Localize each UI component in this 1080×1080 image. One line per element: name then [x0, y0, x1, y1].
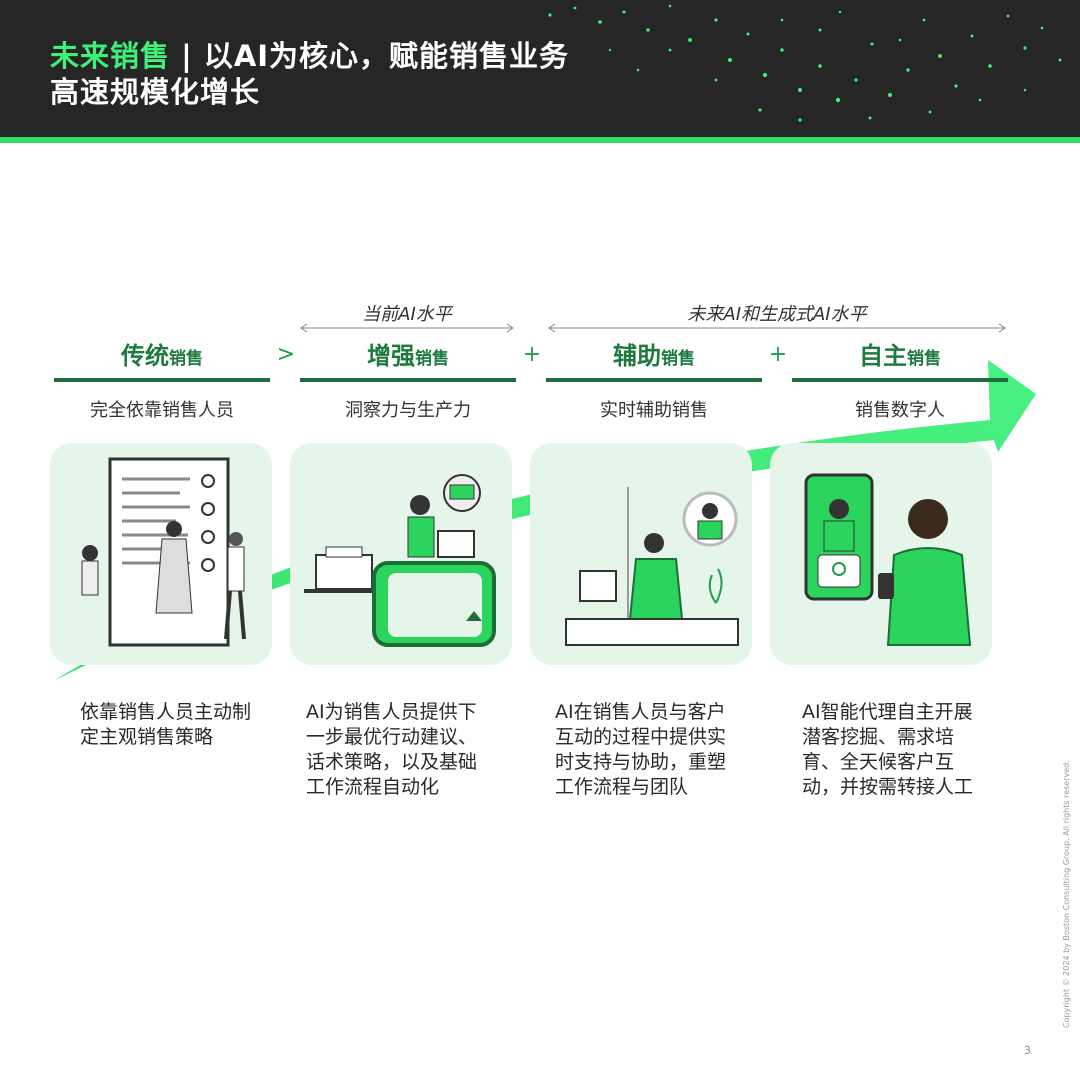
- stage-autonomous: 自主销售: [792, 338, 1008, 382]
- stage-description: AI在销售人员与客户互动的过程中提供实时支持与协助，重塑工作流程与团队: [555, 701, 727, 798]
- title-accent: 未来销售: [50, 39, 171, 73]
- copyright-notice: Copyright © 2024 by Boston Consulting Gr…: [1062, 760, 1071, 1028]
- stage-description: AI智能代理自主开展潜客挖掘、需求培育、全天候客户互动，并按需转接人工: [802, 701, 974, 798]
- level-current: 当前AI水平: [362, 304, 452, 325]
- title-separator: |: [170, 39, 204, 73]
- stage-subtitle: 实时辅助销售: [600, 400, 708, 421]
- stage-suffix: 销售: [661, 349, 695, 369]
- stage-name: 自主: [859, 342, 907, 370]
- bracket-future: [548, 323, 1006, 333]
- page-title: 未来销售 | 以AI为核心，赋能销售业务 高速规模化增长: [50, 38, 569, 110]
- stage-underline: [546, 378, 762, 382]
- stage-underline: [54, 378, 270, 382]
- stage-name: 辅助: [613, 342, 661, 370]
- page-number: 3: [1024, 1044, 1031, 1057]
- stage-suffix: 销售: [169, 349, 203, 369]
- stage-subtitle: 销售数字人: [855, 400, 945, 421]
- call-center-agent-icon: [565, 487, 739, 646]
- header-bar: 未来销售 | 以AI为核心，赋能销售业务 高速规模化增长: [0, 0, 1080, 137]
- stage-traditional: 传统销售: [54, 338, 270, 382]
- robot-assistant-icon: [304, 474, 496, 647]
- illustration-autonomous: [770, 443, 992, 665]
- stage-augmented: 增强销售: [300, 338, 516, 382]
- stage-suffix: 销售: [907, 349, 941, 369]
- illustration-augmented: [290, 443, 512, 665]
- title-line2: 高速规模化增长: [50, 75, 261, 109]
- stage-assisted: 辅助销售: [546, 338, 762, 382]
- stage-suffix: 销售: [415, 349, 449, 369]
- header-accent-line: [0, 137, 1080, 143]
- stage-description: 依靠销售人员主动制定主观销售策略: [80, 701, 252, 748]
- stage-subtitle: 洞察力与生产力: [345, 400, 471, 421]
- illustration-traditional: [50, 443, 272, 665]
- title-line1: 以AI为核心，赋能销售业务: [203, 39, 570, 73]
- stage-subtitle: 完全依靠销售人员: [90, 400, 234, 421]
- operator-next: >: [276, 342, 296, 367]
- operator-plus: +: [768, 342, 788, 367]
- stage-underline: [792, 378, 1008, 382]
- level-future: 未来AI和生成式AI水平: [687, 304, 867, 325]
- stage-name: 增强: [367, 342, 415, 370]
- stage-description: AI为销售人员提供下一步最优行动建议、话术策略，以及基础工作流程自动化: [306, 701, 478, 798]
- bracket-current: [300, 323, 514, 333]
- stage-name: 传统: [121, 342, 169, 370]
- illustration-assisted: [530, 443, 752, 665]
- team-board-icon: [81, 457, 246, 647]
- decorative-dots: [548, 4, 1062, 122]
- stage-underline: [300, 378, 516, 382]
- operator-plus: +: [522, 342, 542, 367]
- digital-human-phone-icon: [804, 473, 972, 646]
